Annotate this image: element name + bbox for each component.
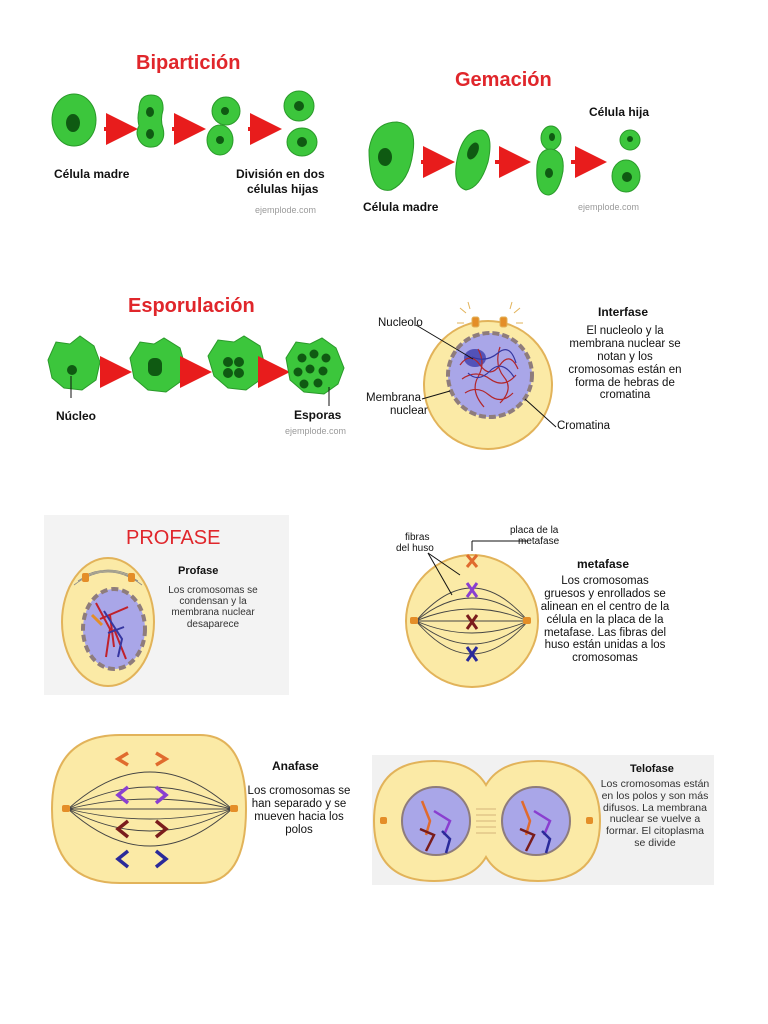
- anafase-description: Los cromosomas se han separado y se muev…: [247, 785, 351, 836]
- interfase-label-membrana-1: Membrana: [366, 392, 421, 404]
- biparticion-label-division-1: División en dos: [236, 167, 325, 181]
- interfase-label-cromatina: Cromatina: [557, 420, 611, 432]
- esporulacion-label-nucleo: Núcleo: [56, 409, 97, 423]
- telofase-nucleus-left: [401, 786, 471, 856]
- biparticion-label-division-2: células hijas: [247, 182, 319, 196]
- interfase-nucleus: [446, 331, 534, 419]
- interfase-diagram: [415, 301, 557, 450]
- profase-title: Profase: [178, 565, 219, 577]
- telofase-panel: Telofase Los cromosomas están en los pol…: [372, 755, 714, 885]
- metafase-diagram: [405, 540, 539, 688]
- interfase-panel: Nucleolo Membrana nuclear Cromatina Inte…: [360, 295, 690, 480]
- interfase-label-nucleolo: Nucleolo: [378, 317, 423, 329]
- interfase-label-membrana-2: nuclear: [390, 405, 428, 417]
- metafase-label-fibras-1: fibras: [405, 532, 430, 543]
- esporulacion-label-esporas: Esporas: [294, 408, 342, 422]
- biparticion-panel: Bipartición Célula madre División en dos…: [40, 50, 340, 230]
- gemacion-title: Gemación: [455, 69, 552, 91]
- metafase-description: Los cromosomas gruesos y enrollados se a…: [540, 575, 670, 665]
- biparticion-diagram: [51, 90, 318, 157]
- telofase-title: Telofase: [630, 763, 674, 775]
- anafase-chromosomes: [114, 751, 170, 869]
- anafase-title: Anafase: [272, 759, 319, 773]
- gemacion-budding-cell: [455, 129, 491, 191]
- interfase-centrioles: [471, 316, 508, 328]
- metafase-panel: fibras del huso placa de la metafase met…: [390, 525, 690, 690]
- biparticion-title: Bipartición: [136, 52, 241, 74]
- metafase-label-placa-2: metafase: [518, 536, 560, 547]
- metafase-label-placa-1: placa de la: [510, 525, 559, 536]
- gemacion-watermark: ejemplode.com: [578, 202, 640, 212]
- telofase-diagram: [372, 759, 602, 883]
- interfase-title: Interfase: [598, 305, 649, 319]
- esporulacion-title: Esporulación: [128, 295, 255, 317]
- biparticion-elongating-cell: [136, 94, 165, 148]
- esporulacion-cell-1: [47, 335, 101, 391]
- metafase-chromosomes: [465, 554, 479, 662]
- esporulacion-panel: Esporulación Núcleo Esporas ejemplode.co…: [40, 292, 350, 452]
- interfase-description: El nucleolo y la membrana nuclear se not…: [568, 325, 682, 402]
- biparticion-label-mother: Célula madre: [54, 167, 130, 181]
- profase-diagram: [61, 557, 155, 687]
- telofase-nucleus-right: [501, 786, 571, 856]
- biparticion-mother-nucleus: [66, 114, 80, 132]
- anafase-diagram: [50, 734, 248, 884]
- profase-banner: PROFASE: [126, 527, 221, 549]
- gemacion-label-daughter: Célula hija: [589, 105, 650, 119]
- metafase-label-fibras-2: del huso: [396, 543, 434, 554]
- telofase-description: Los cromosomas están en los polos y son …: [600, 778, 710, 849]
- esporulacion-cell-4: [285, 337, 345, 395]
- gemacion-label-mother: Célula madre: [363, 200, 439, 214]
- anafase-spindle: [67, 771, 233, 847]
- gemacion-diagram: [368, 121, 641, 196]
- gemacion-panel: Gemación Célula hija Célula madre ejempl…: [355, 65, 665, 225]
- biparticion-watermark: ejemplode.com: [255, 205, 317, 215]
- profase-description: Los cromosomas se condensan y la membran…: [168, 585, 258, 630]
- anafase-panel: Anafase Los cromosomas se han separado y…: [50, 725, 360, 890]
- profase-panel: PROFASE Profase Los cromosomas se conden…: [44, 515, 289, 695]
- esporulacion-diagram: [47, 335, 345, 406]
- esporulacion-watermark: ejemplode.com: [285, 426, 347, 436]
- metafase-title: metafase: [577, 557, 630, 571]
